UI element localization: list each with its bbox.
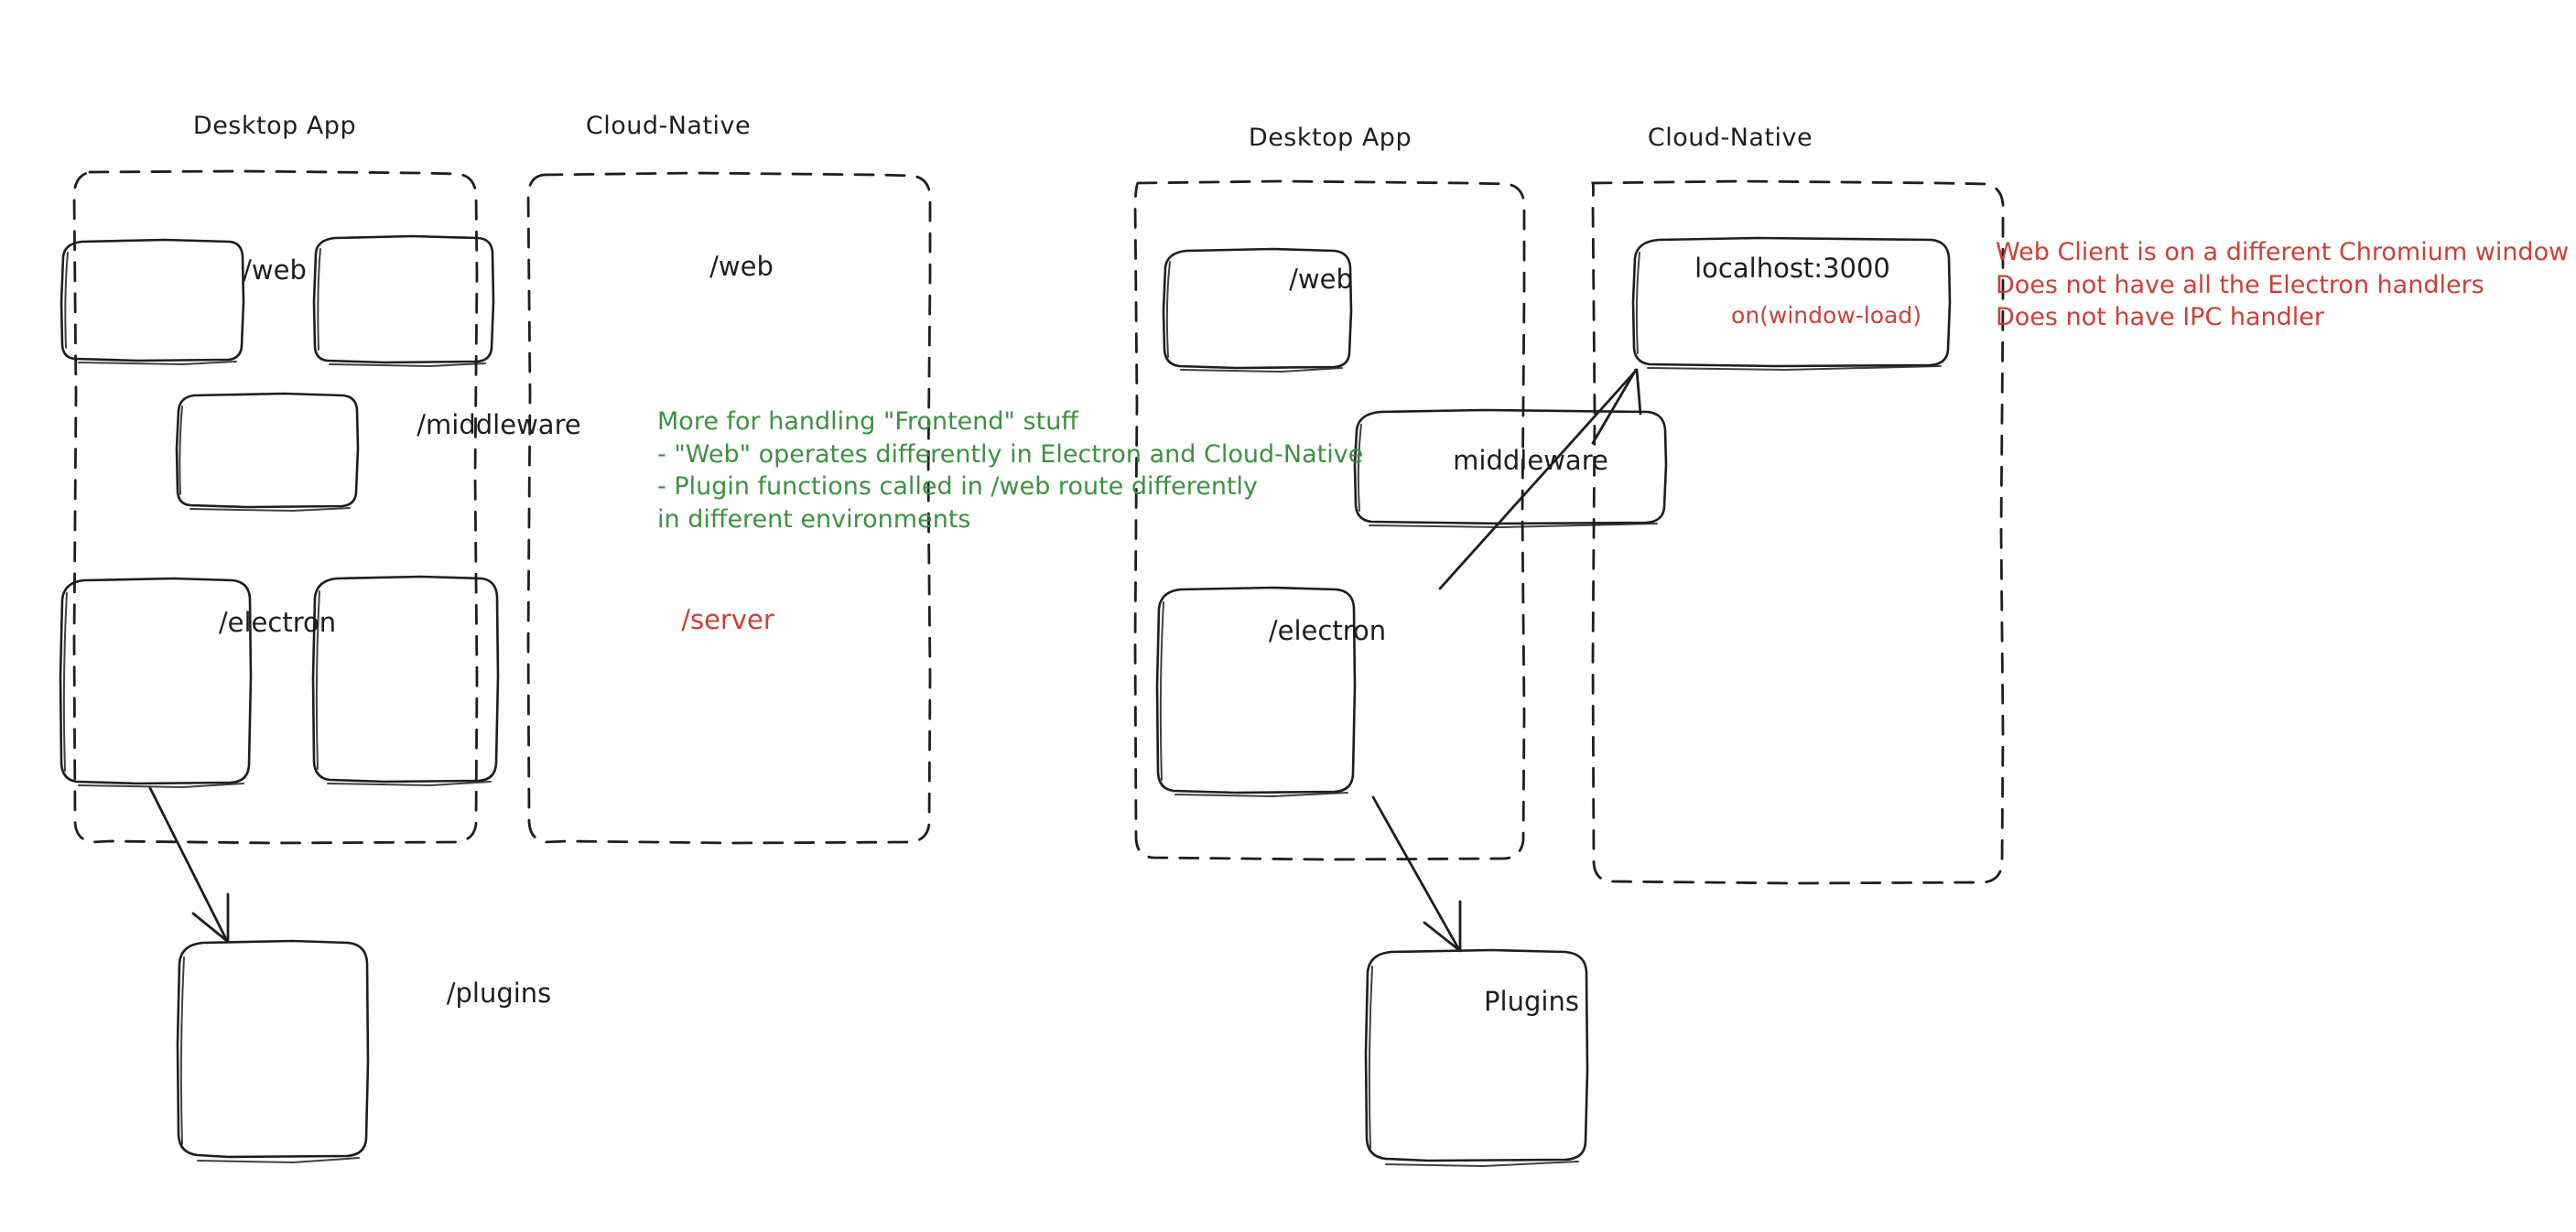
left-cloud-web-shape bbox=[312, 234, 495, 367]
right-middleware-label: middleware bbox=[1453, 445, 1608, 476]
right-desktop-web-label: /web bbox=[1289, 264, 1353, 295]
left-electron-to-plugins-arrow bbox=[148, 786, 230, 944]
right-desktop-app-label: Desktop App bbox=[1248, 124, 1412, 152]
right-electron-to-localhost-arrow bbox=[1438, 368, 1642, 590]
right-plugins-shape bbox=[1364, 948, 1589, 1167]
left-plugins-label: /plugins bbox=[446, 978, 552, 1009]
red-annotation-note: Web Client is on a different Chromium wi… bbox=[1996, 238, 2570, 332]
left-server-shape bbox=[311, 575, 500, 786]
right-electron-to-plugins-arrow bbox=[1371, 795, 1462, 953]
left-middleware-shape bbox=[175, 392, 360, 512]
left-server-label: /server bbox=[681, 604, 774, 635]
left-desktop-web-label: /web bbox=[243, 254, 307, 286]
left-desktop-web-shape bbox=[60, 238, 245, 365]
right-cloud-native-container bbox=[1591, 179, 2005, 885]
left-middleware-label: /middleware bbox=[417, 409, 581, 440]
right-localhost-sublabel: on(window-load) bbox=[1731, 302, 1921, 329]
green-annotation-note: More for handling "Frontend" stuff - "We… bbox=[657, 407, 1364, 534]
right-localhost-label: localhost:3000 bbox=[1694, 253, 1890, 284]
right-cloud-native-label: Cloud-Native bbox=[1647, 124, 1813, 152]
right-plugins-label: Plugins bbox=[1484, 986, 1579, 1017]
left-cloud-web-label: /web bbox=[709, 251, 774, 282]
left-desktop-app-label: Desktop App bbox=[192, 112, 357, 140]
left-plugins-shape bbox=[176, 939, 370, 1163]
right-electron-label: /electron bbox=[1268, 615, 1387, 646]
left-cloud-native-label: Cloud-Native bbox=[585, 112, 752, 140]
left-electron-label: /electron bbox=[218, 607, 337, 638]
